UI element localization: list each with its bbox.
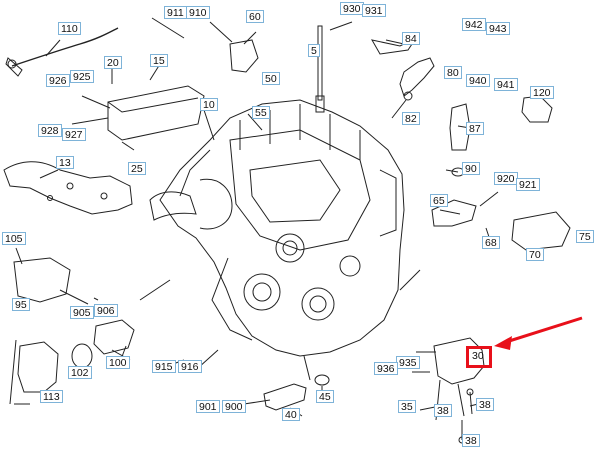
callout-60: 60 bbox=[246, 10, 264, 23]
callout-102: 102 bbox=[68, 366, 92, 379]
callout-80: 80 bbox=[444, 66, 462, 79]
callout-928: 928 bbox=[38, 124, 62, 137]
callout-120: 120 bbox=[530, 86, 554, 99]
callout-940: 940 bbox=[466, 74, 490, 87]
callout-927: 927 bbox=[62, 128, 86, 141]
callout-38: 38 bbox=[434, 404, 452, 417]
callout-935: 935 bbox=[396, 356, 420, 369]
callout-911: 911 bbox=[164, 6, 187, 19]
callout-40: 40 bbox=[282, 408, 300, 421]
callout-87: 87 bbox=[466, 122, 484, 135]
callout-915: 915 bbox=[152, 360, 176, 373]
callout-941: 941 bbox=[494, 78, 518, 91]
callout-925: 925 bbox=[70, 70, 94, 83]
callout-105: 105 bbox=[2, 232, 26, 245]
highlight-box bbox=[466, 346, 492, 368]
callout-38: 38 bbox=[476, 398, 494, 411]
callout-10: 10 bbox=[200, 98, 218, 111]
callout-901: 901 bbox=[196, 400, 220, 413]
callout-90: 90 bbox=[462, 162, 480, 175]
callout-113: 113 bbox=[40, 390, 63, 403]
callout-926: 926 bbox=[46, 74, 70, 87]
callout-910: 910 bbox=[186, 6, 210, 19]
callout-15: 15 bbox=[150, 54, 168, 67]
callout-906: 906 bbox=[94, 304, 118, 317]
callout-921: 921 bbox=[516, 178, 540, 191]
callout-30: 30 bbox=[472, 350, 484, 362]
callout-920: 920 bbox=[494, 172, 518, 185]
callout-936: 936 bbox=[374, 362, 398, 375]
callout-95: 95 bbox=[12, 298, 30, 311]
callout-930: 930 bbox=[340, 2, 364, 15]
callout-55: 55 bbox=[252, 106, 270, 119]
callout-943: 943 bbox=[486, 22, 510, 35]
callout-916: 916 bbox=[178, 360, 202, 373]
callout-50: 50 bbox=[262, 72, 280, 85]
callout-68: 68 bbox=[482, 236, 500, 249]
callout-905: 905 bbox=[70, 306, 94, 319]
callout-35: 35 bbox=[398, 400, 416, 413]
callout-900: 900 bbox=[222, 400, 246, 413]
callout-25: 25 bbox=[128, 162, 146, 175]
callout-110: 110 bbox=[58, 22, 81, 35]
callout-13: 13 bbox=[56, 156, 74, 169]
callout-5: 5 bbox=[308, 44, 320, 57]
callout-45: 45 bbox=[316, 390, 334, 403]
callout-65: 65 bbox=[430, 194, 448, 207]
callout-84: 84 bbox=[402, 32, 420, 45]
callout-70: 70 bbox=[526, 248, 544, 261]
callout-82: 82 bbox=[402, 112, 420, 125]
callout-75: 75 bbox=[576, 230, 594, 243]
callout-38: 38 bbox=[462, 434, 480, 447]
callout-942: 942 bbox=[462, 18, 486, 31]
callout-931: 931 bbox=[362, 4, 386, 17]
callout-100: 100 bbox=[106, 356, 130, 369]
callout-20: 20 bbox=[104, 56, 122, 69]
highlight-arrow bbox=[494, 316, 583, 350]
